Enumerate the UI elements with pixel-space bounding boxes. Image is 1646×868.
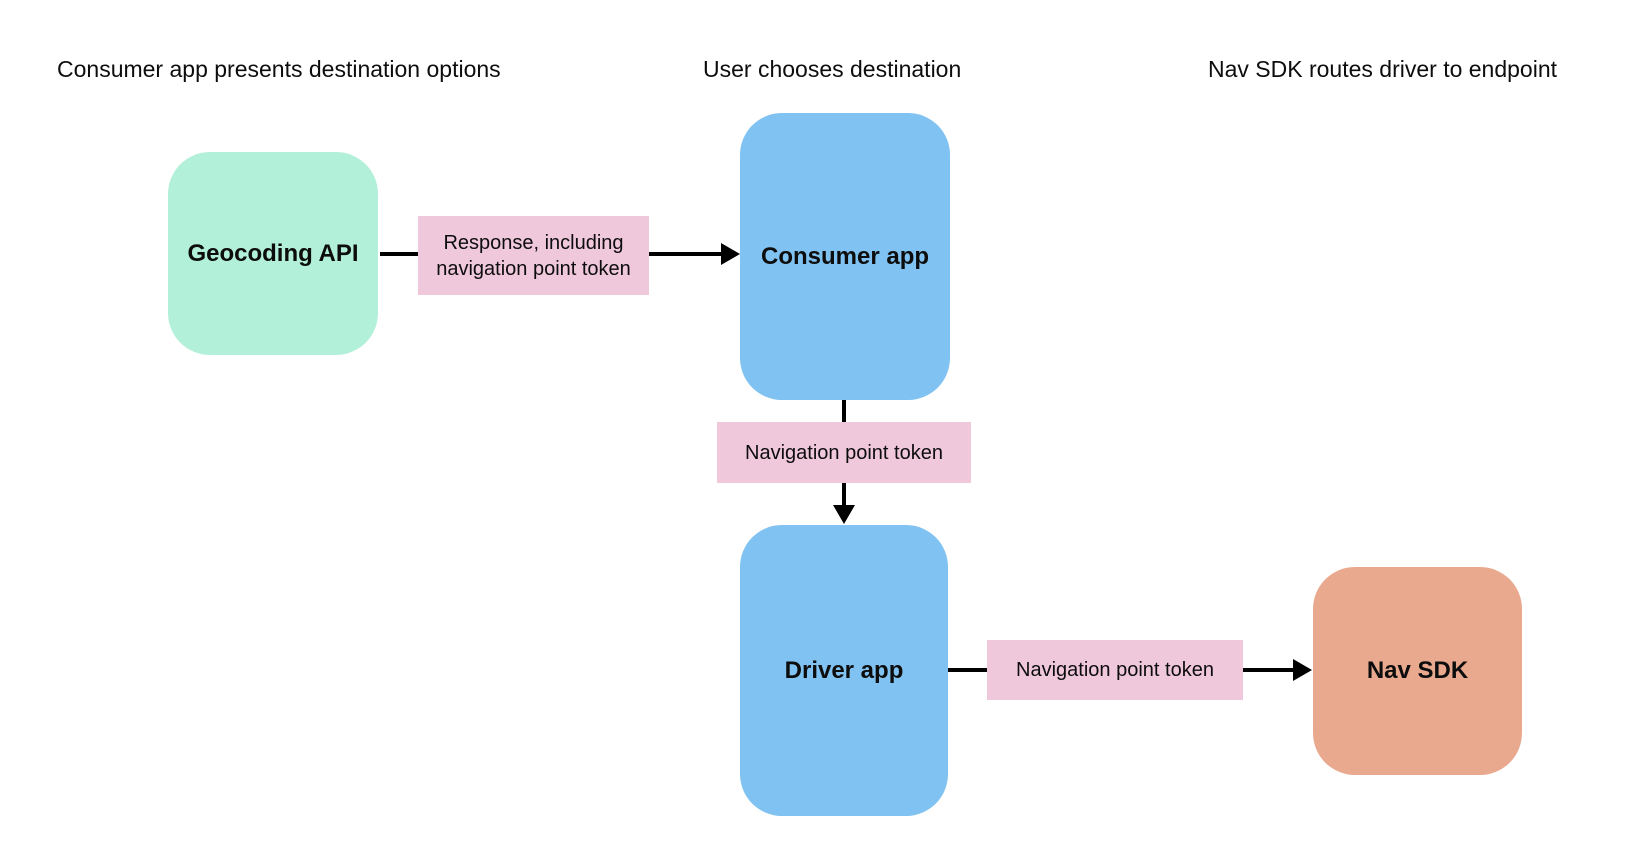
arrow-response-label-to-consumer-app (649, 243, 740, 265)
edge-label-navigation-point-token-horizontal: Navigation point token (987, 640, 1243, 700)
phase-label-consumer-presents: Consumer app presents destination option… (57, 56, 501, 82)
arrowhead-right-icon (721, 243, 740, 265)
arrowhead-down-icon (833, 505, 855, 524)
phase-label-user-chooses: User chooses destination (703, 56, 962, 82)
edge-label-navigation-point-token-vertical: Navigation point token (717, 422, 971, 483)
arrowhead-right-icon (1293, 659, 1312, 681)
node-driver-app: Driver app (740, 525, 948, 816)
edge-label-response-including-token: Response, including navigation point tok… (418, 216, 649, 295)
arrow-token-label-to-driver-app (833, 482, 855, 524)
node-nav-sdk: Nav SDK (1313, 567, 1522, 775)
node-consumer-app-label: Consumer app (760, 242, 930, 270)
phase-label-nav-sdk-routes: Nav SDK routes driver to endpoint (1208, 56, 1558, 82)
node-driver-app-label: Driver app (784, 656, 904, 684)
node-geocoding-api-label: Geocoding API (187, 239, 359, 267)
node-consumer-app: Consumer app (740, 113, 950, 400)
node-nav-sdk-label: Nav SDK (1366, 657, 1469, 684)
node-geocoding-api: Geocoding API (168, 152, 378, 355)
arrow-token-label-to-nav-sdk (1242, 659, 1312, 681)
